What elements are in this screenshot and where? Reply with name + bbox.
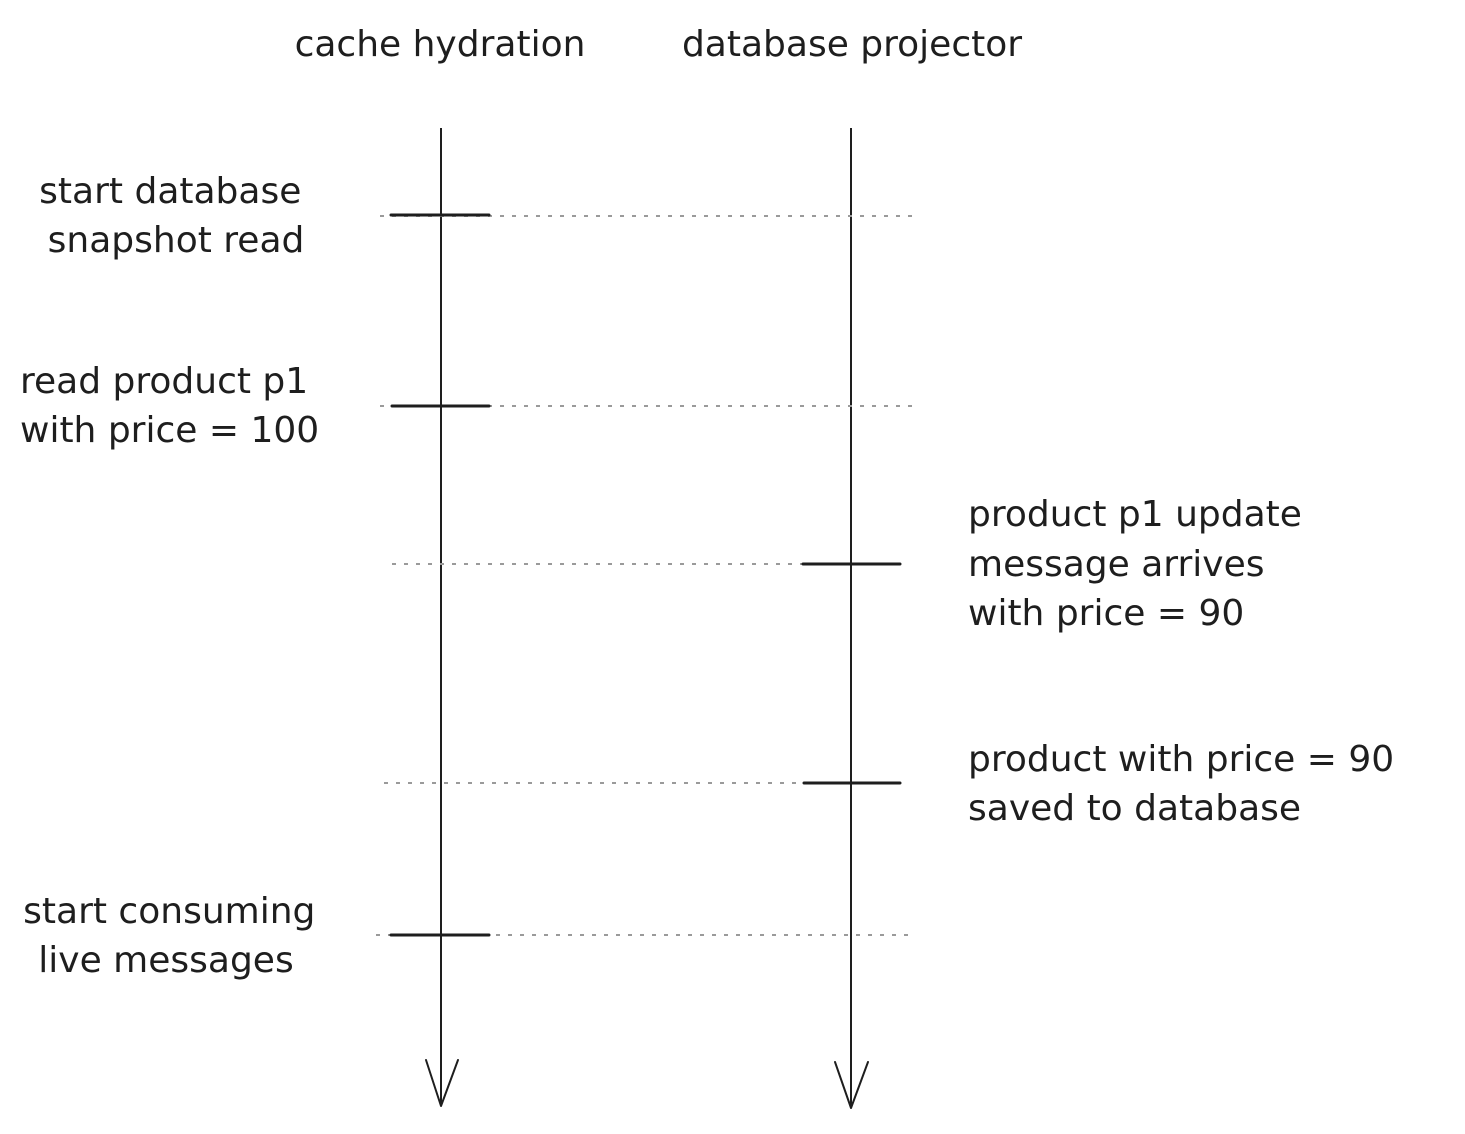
timeline-cache-hydration: [425, 128, 459, 1107]
event-start-consuming-live: start consuming live messages: [23, 891, 910, 981]
event-label: start database snapshot read: [39, 171, 313, 261]
event-read-product-p1: read product p1 with price = 100: [20, 361, 912, 451]
lane-title-cache-hydration: cache hydration: [295, 24, 586, 65]
event-start-snapshot-read: start database snapshot read: [39, 171, 915, 261]
arrowhead-down-icon: [425, 1059, 459, 1107]
event-label: product p1 update message arrives with p…: [968, 494, 1313, 634]
event-label: start consuming live messages: [23, 891, 327, 981]
event-label: product with price = 90 saved to databas…: [968, 739, 1406, 829]
event-saved-to-database: product with price = 90 saved to databas…: [384, 739, 1406, 829]
event-update-message-arrives: product p1 update message arrives with p…: [392, 494, 1313, 634]
event-label: read product p1 with price = 100: [20, 361, 320, 451]
lane-title-database-projector: database projector: [682, 24, 1022, 65]
timeline-database-projector: [834, 128, 869, 1109]
arrowhead-down-icon: [834, 1061, 869, 1109]
